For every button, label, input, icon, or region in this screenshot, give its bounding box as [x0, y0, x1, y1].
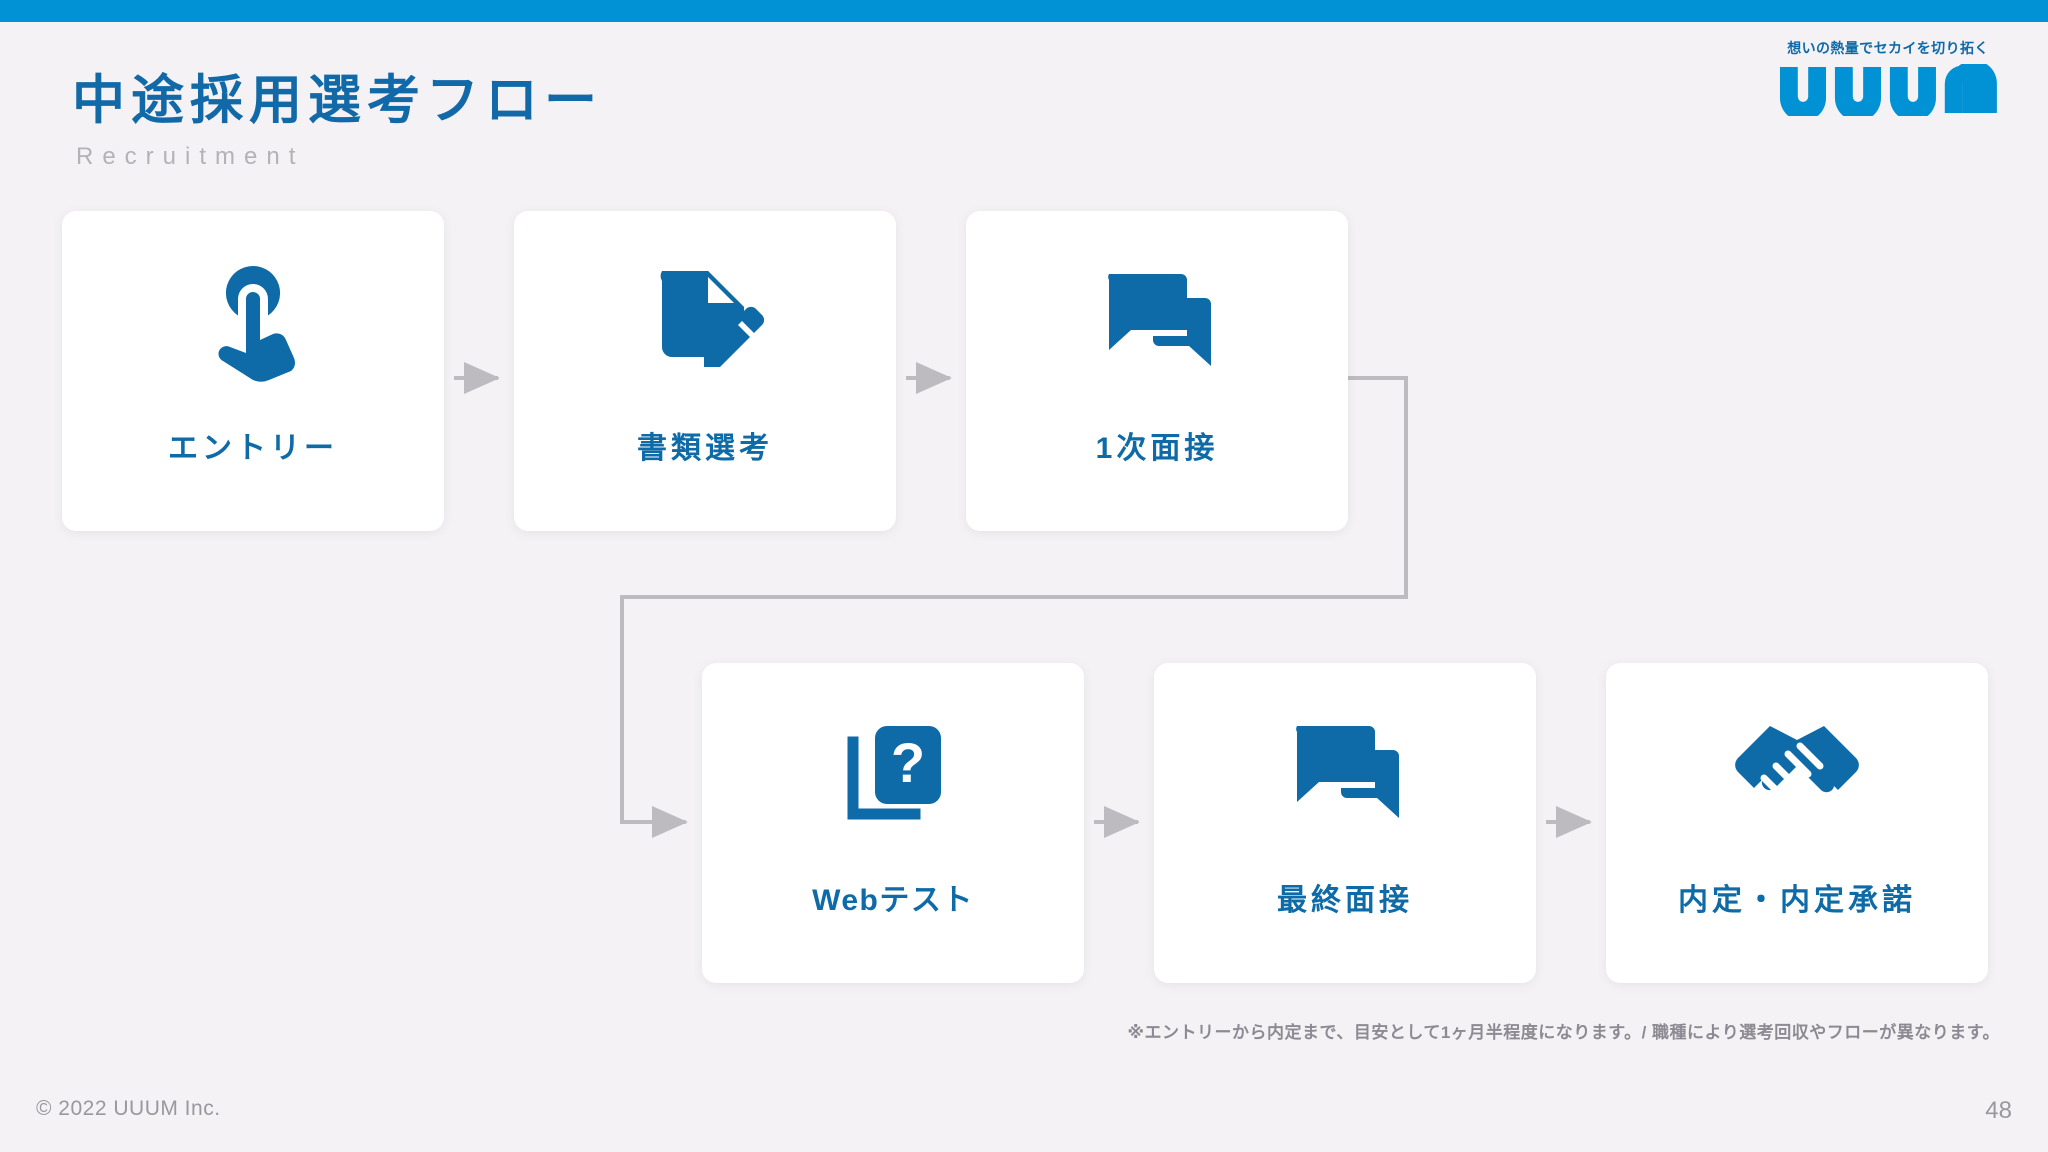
document-edit-icon [646, 249, 764, 399]
logo-tagline: 想いの熱量でセカイを切り拓く [1787, 40, 1989, 56]
svg-text:?: ? [891, 731, 925, 794]
copyright-text: © 2022 UUUM Inc. [36, 1097, 221, 1120]
flow-card-offer[interactable]: 内定・内定承諾 [1606, 663, 1988, 983]
page-title: 中途採用選考フロー [72, 71, 603, 130]
flow-card-entry[interactable]: エントリー [62, 211, 444, 531]
page-subtitle: Recruitment [76, 143, 305, 170]
top-accent-bar [0, 0, 2048, 22]
brand-logo: 想いの熱量でセカイを切り拓く [1768, 38, 2008, 116]
touch-tap-icon [205, 249, 301, 399]
uuum-wordmark-icon [1779, 64, 1997, 116]
chat-bubbles-icon [1285, 701, 1405, 851]
question-cards-icon: ? [837, 701, 949, 851]
flow-card-label: 1次面接 [1095, 432, 1219, 465]
flow-card-label: 最終面接 [1277, 884, 1413, 917]
flow-card-interview2[interactable]: 最終面接 [1154, 663, 1536, 983]
flow-card-label: Webテスト [812, 884, 974, 917]
flow-card-interview1[interactable]: 1次面接 [966, 211, 1348, 531]
page-number: 48 [1985, 1097, 2012, 1124]
flow-card-document[interactable]: 書類選考 [514, 211, 896, 531]
flow-card-label: 書類選考 [637, 432, 773, 465]
chat-bubbles-icon [1097, 249, 1217, 399]
flow-card-webtest[interactable]: ? Webテスト [702, 663, 1084, 983]
flow-card-label: 内定・内定承諾 [1678, 884, 1916, 917]
connector-interview1-to-webtest-arrow [620, 597, 688, 838]
flow-card-label: エントリー [168, 432, 338, 465]
flow-footnote: ※エントリーから内定まで、目安として1ヶ月半程度になります。/ 職種により選考回… [1127, 1023, 2000, 1042]
handshake-icon [1734, 701, 1860, 851]
